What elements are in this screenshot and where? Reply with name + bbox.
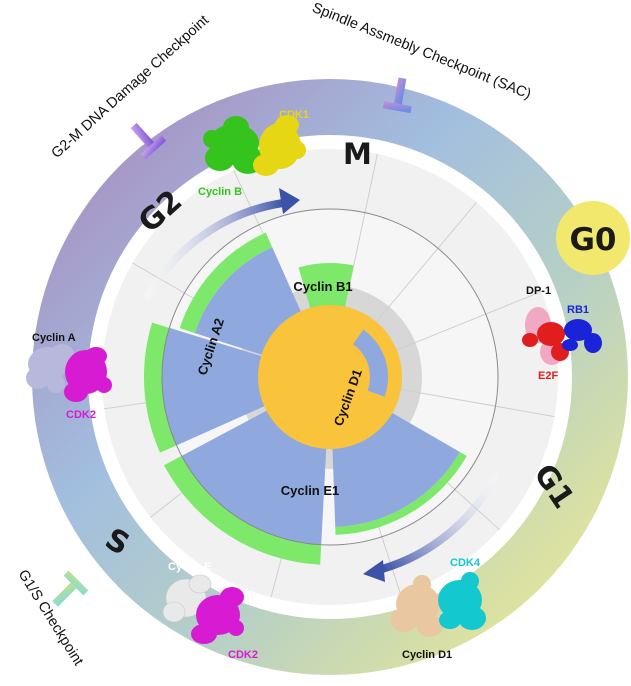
cyclin-e-cdk2-complex: Cyclin E CDK2 [162, 561, 258, 661]
cyclin-e-label: Cyclin E [168, 561, 211, 573]
cyclin-a-protein-icon [26, 344, 74, 393]
cdk4-protein-icon [438, 572, 486, 630]
cdk1-protein-icon [253, 115, 306, 176]
g0-badge: G0 [556, 201, 630, 275]
cyclin-a-cdk2-complex: Cyclin A CDK2 [26, 332, 112, 421]
reference-circle [161, 208, 499, 546]
dp1-label: DP-1 [526, 285, 551, 297]
e2f-protein-icon [522, 322, 569, 361]
cyclin-e-protein-icon [162, 574, 212, 623]
cyclin-b-label: Cyclin B [198, 186, 242, 198]
cdk4-label: CDK4 [450, 557, 481, 569]
cyclin-a2-green-band [179, 232, 273, 334]
cdk2-label-e: CDK2 [228, 649, 258, 661]
polar-chart [102, 149, 558, 605]
checkpoint-inhibition-icon [130, 122, 167, 160]
cyclin-e1-green-band [335, 452, 467, 535]
core-blue-overlay [352, 329, 388, 397]
rb1-label: RB1 [567, 304, 589, 316]
progression-arrow-top [144, 188, 300, 300]
e2f-label: E2F [538, 370, 558, 382]
cyclin-a2-wedge-2 [162, 327, 330, 446]
cdk2-protein-icon [64, 347, 112, 402]
cdk1-label: CDK1 [279, 109, 309, 121]
cdk4-cyclin-d1-complex: CDK4 Cyclin D1 [390, 557, 486, 661]
cyclin-a-label: Cyclin A [32, 332, 76, 344]
cyclin-d1-protein-label: Cyclin D1 [402, 649, 452, 661]
cyclin-d1-protein-icon [390, 575, 443, 637]
cdk2-protein-icon [191, 587, 244, 644]
g1s-checkpoint: G1/S Checkpoint [15, 567, 89, 669]
phase-label-g0: G0 [569, 222, 616, 258]
cdk1-cyclin-b-complex: CDK1 Cyclin B [198, 109, 309, 198]
rb1-protein-icon [562, 319, 602, 353]
cyclin-b1-label: Cyclin B1 [293, 279, 352, 294]
cyclin-e1-green-band-2 [164, 455, 322, 565]
cyclin-b-protein-icon [203, 116, 264, 174]
dp1-rb1-e2f-complex: DP-1 RB1 E2F [522, 285, 602, 382]
checkpoint-inhibition-icon [52, 570, 89, 607]
progression-arrow-bottom [363, 473, 499, 582]
cdk2-label-a: CDK2 [66, 409, 96, 421]
phase-label-m: M [343, 137, 372, 171]
cyclin-e1-label: Cyclin E1 [281, 483, 340, 498]
checkpoint-inhibition-icon [382, 77, 412, 114]
